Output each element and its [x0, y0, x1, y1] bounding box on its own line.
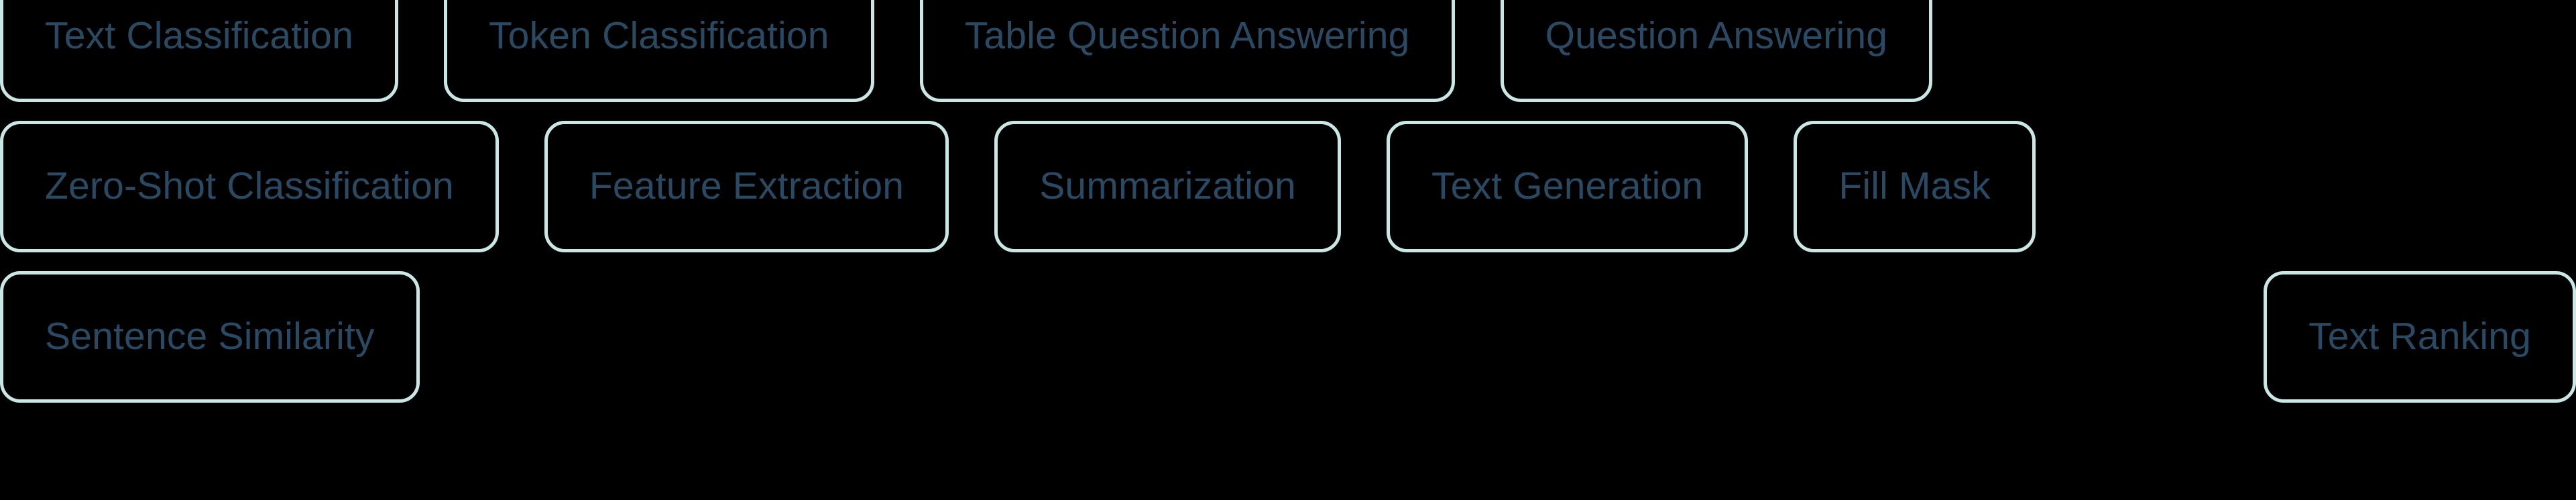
tag-label: Zero-Shot Classification [45, 164, 454, 207]
tag-label: Text Generation [1431, 164, 1704, 207]
tag-fill-mask[interactable]: Fill Mask [1794, 121, 2036, 252]
tag-row: Zero-Shot Classification Feature Extract… [0, 121, 2576, 252]
tag-summarization[interactable]: Summarization [994, 121, 1341, 252]
tag-text-ranking[interactable]: Text Ranking [2264, 271, 2576, 403]
tag-row: Text Classification Token Classification… [0, 0, 2576, 102]
tag-feature-extraction[interactable]: Feature Extraction [544, 121, 949, 252]
tag-label: Text Ranking [2308, 314, 2531, 358]
tag-question-answering[interactable]: Question Answering [1500, 0, 1933, 102]
tag-label: Token Classification [488, 13, 829, 57]
tag-zero-shot-classification[interactable]: Zero-Shot Classification [0, 121, 499, 252]
tag-token-classification[interactable]: Token Classification [443, 0, 874, 102]
tag-label: Sentence Similarity [45, 314, 375, 358]
tag-label: Fill Mask [1838, 164, 1991, 207]
tag-label: Question Answering [1545, 13, 1888, 57]
tag-table-question-answering[interactable]: Table Question Answering [919, 0, 1455, 102]
tag-row: Sentence Similarity Text Ranking [0, 271, 2576, 403]
tag-label: Feature Extraction [589, 164, 904, 207]
tag-label: Text Classification [45, 13, 353, 57]
tag-text-classification[interactable]: Text Classification [0, 0, 398, 102]
tag-sentence-similarity[interactable]: Sentence Similarity [0, 271, 420, 403]
tag-label: Table Question Answering [964, 13, 1410, 57]
tag-filter-group: Text Classification Token Classification… [0, 0, 2576, 403]
tag-label: Summarization [1039, 164, 1296, 207]
tag-text-generation[interactable]: Text Generation [1386, 121, 1749, 252]
